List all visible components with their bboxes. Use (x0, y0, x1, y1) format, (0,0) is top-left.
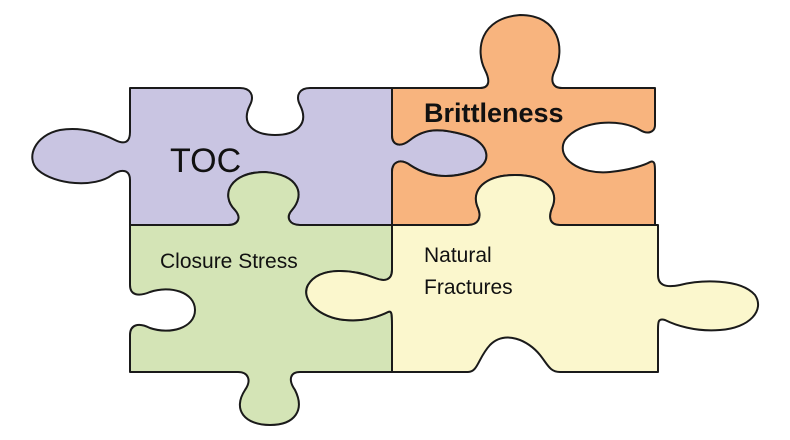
label-natural: Natural (424, 244, 492, 267)
puzzle-piece-natural-fractures (305, 174, 760, 373)
label-toc: TOC (170, 142, 241, 180)
label-fractures: Fractures (424, 276, 513, 299)
label-closure-stress: Closure Stress (160, 250, 298, 273)
label-brittleness: Brittleness (424, 98, 564, 128)
puzzle-piece-brittleness (391, 14, 656, 226)
